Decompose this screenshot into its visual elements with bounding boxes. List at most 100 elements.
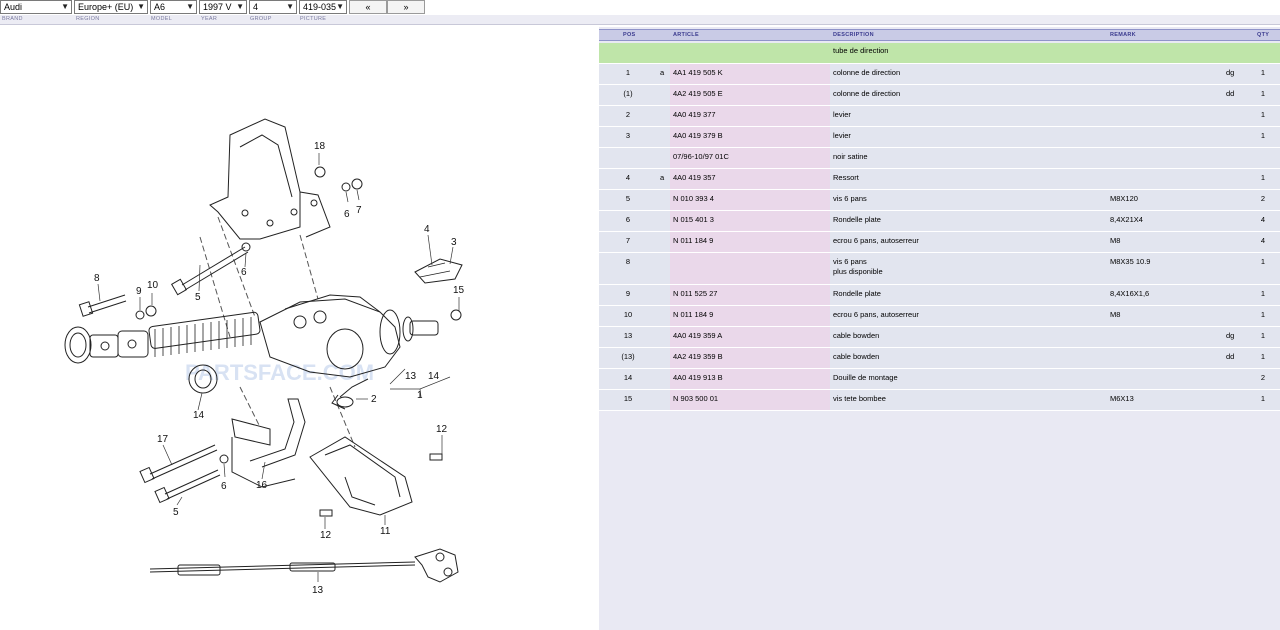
svg-text:12: 12	[436, 424, 448, 435]
year-select[interactable]: 1997 V▼	[199, 0, 247, 14]
callout-labels: 18 6 7 4 3 8 9 10 15 5 6 14 13 14 1 2 17…	[94, 141, 465, 596]
picture-select-value: 419-035	[303, 2, 337, 12]
flag-cell: a	[660, 173, 665, 182]
article-cell-bg	[670, 306, 830, 326]
qty-cell: 4	[1260, 236, 1266, 245]
side-cell: dd	[1226, 352, 1235, 361]
model-caption: MODEL	[151, 16, 173, 22]
lower-lever-drawing	[331, 378, 369, 410]
table-header: POS ARTICLE DESCRIPTION REMARK QTY	[599, 29, 1280, 41]
article-number[interactable]: N 011 184 9	[673, 310, 714, 319]
qty-cell: 1	[1260, 68, 1266, 77]
steering-column-drawing-main	[148, 294, 439, 378]
chevron-down-icon: ▼	[61, 2, 69, 11]
article-cell-bg	[670, 348, 830, 368]
article-number[interactable]: N 015 401 3	[673, 215, 714, 224]
pos-cell: 15	[623, 394, 633, 403]
article-cell-bg	[670, 64, 830, 84]
article-number[interactable]: 4A0 419 359 A	[673, 331, 723, 340]
svg-text:12: 12	[320, 530, 332, 541]
svg-text:17: 17	[157, 434, 169, 445]
qty-cell: 1	[1260, 331, 1266, 340]
svg-text:9: 9	[136, 286, 142, 297]
article-cell-bg	[670, 253, 830, 284]
qty-cell: 2	[1260, 194, 1266, 203]
article-number[interactable]: N 011 525 27	[673, 289, 718, 298]
picture-select[interactable]: 419-035▼	[299, 0, 347, 14]
article-cell-bg	[670, 190, 830, 210]
article-number[interactable]: 4A0 419 913 B	[673, 373, 723, 382]
remark-cell: M6X13	[1110, 394, 1134, 403]
upper-bracket-drawing	[209, 118, 331, 240]
pos-cell: 14	[623, 373, 633, 382]
selector-bar: Audi ▼ Europe+ (EU)▼ A6▼ 1997 V▼ 4▼ 419-0…	[0, 0, 1280, 26]
article-number[interactable]: N 010 393 4	[673, 194, 714, 203]
svg-text:14: 14	[428, 371, 440, 382]
article-number[interactable]: 4A0 419 357	[673, 173, 716, 182]
qty-cell: 1	[1260, 131, 1266, 140]
table-row[interactable]: 13 4A0 419 359 A cable bowden dg 1	[599, 327, 1280, 348]
brand-select-value: Audi	[4, 2, 23, 12]
description-cell: Rondelle plate	[833, 215, 881, 224]
article-number[interactable]: 4A2 419 505 E	[673, 89, 723, 98]
remark-cell: M8X120	[1110, 194, 1138, 203]
qty-cell: 1	[1260, 289, 1266, 298]
picture-caption: PICTURE	[300, 16, 327, 22]
article-number[interactable]: 4A1 419 505 K	[673, 68, 723, 77]
article-cell-bg	[670, 232, 830, 252]
description-cell: vis 6 pans	[833, 257, 867, 266]
remark-cell: 8,4X16X1,6	[1110, 289, 1150, 298]
article-number[interactable]: 4A0 419 377	[673, 110, 716, 119]
region-select[interactable]: Europe+ (EU)▼	[74, 0, 148, 14]
article-number[interactable]: N 903 500 01	[673, 394, 719, 403]
svg-text:14: 14	[193, 410, 205, 421]
svg-text:18: 18	[314, 141, 326, 152]
pos-cell: 7	[625, 236, 631, 245]
brand-select[interactable]: Audi ▼	[0, 0, 72, 14]
chevron-down-icon: ▼	[336, 2, 344, 11]
side-cell: dg	[1226, 331, 1235, 340]
svg-text:6: 6	[241, 267, 247, 278]
cable-drawing	[149, 548, 459, 583]
description-cell: levier	[833, 110, 851, 119]
article-cell-bg	[670, 211, 830, 231]
brand-caption: BRAND	[2, 16, 23, 22]
article-number[interactable]: 4A0 419 379 B	[673, 131, 723, 140]
article-cell-bg	[670, 106, 830, 126]
next-picture-button[interactable]: »	[387, 0, 425, 14]
description-cell: cable bowden	[833, 331, 880, 340]
model-select[interactable]: A6▼	[150, 0, 197, 14]
col-header-pos: POS	[623, 32, 636, 38]
svg-text:16: 16	[256, 480, 268, 491]
prev-picture-button[interactable]: «	[349, 0, 387, 14]
pos-cell: 13	[623, 331, 633, 340]
pos-cell: (13)	[621, 352, 635, 361]
chevron-down-icon: ▼	[186, 2, 194, 11]
leader-lines-drawing	[97, 153, 460, 582]
article-number[interactable]: N 011 184 9	[673, 236, 714, 245]
article-number[interactable]: 4A2 419 359 B	[673, 352, 723, 361]
remark-cell: M8	[1110, 310, 1121, 319]
pos-cell: 2	[625, 110, 631, 119]
svg-text:3: 3	[451, 237, 457, 248]
side-cell: dd	[1226, 89, 1235, 98]
article-number[interactable]: 07/96-10/97 01C	[673, 152, 729, 161]
group-select[interactable]: 4▼	[249, 0, 297, 14]
article-cell-bg	[670, 85, 830, 105]
bolts-drawing	[78, 246, 443, 517]
